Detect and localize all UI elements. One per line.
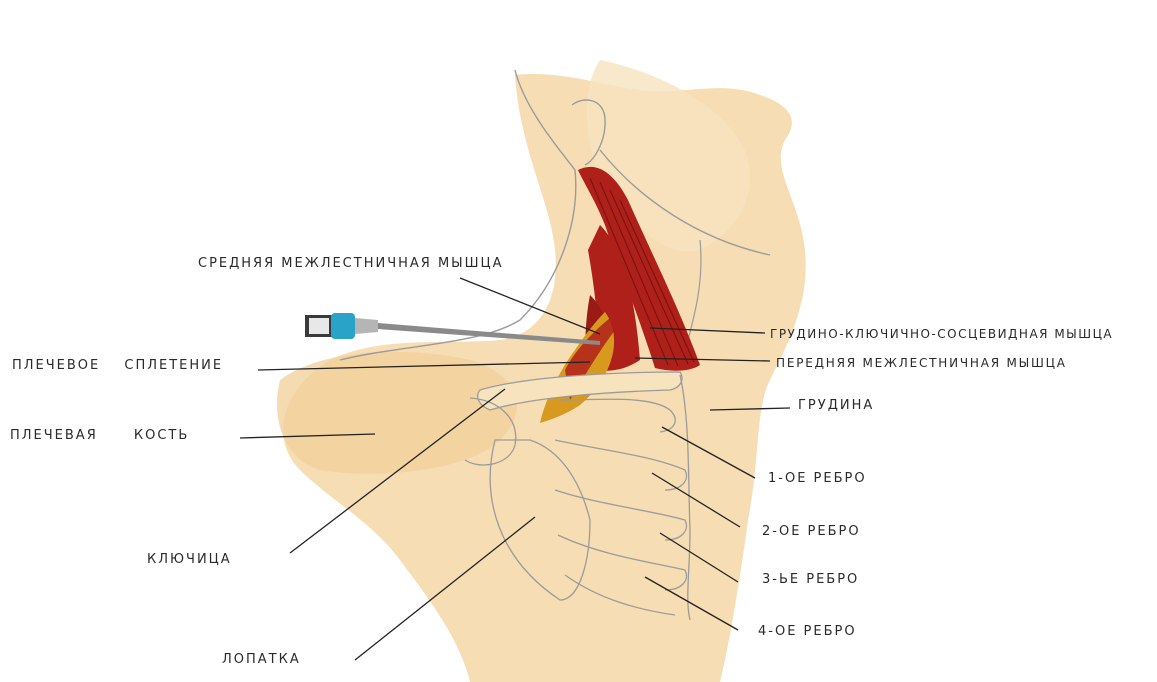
- label-rib1: 1-ОЕ РЕБРО: [768, 471, 867, 487]
- label-scapula: ЛОПАТКА: [222, 652, 301, 668]
- label-scm: ГРУДИНО-КЛЮЧИЧНО-СОСЦЕВИДНАЯ МЫШЦА: [770, 326, 1113, 342]
- label-humerus: ПЛЕЧЕВАЯ КОСТЬ: [10, 428, 189, 444]
- needle-connector: [355, 318, 378, 334]
- label-middle-scalene: СРЕДНЯЯ МЕЖЛЕСТНИЧНАЯ МЫШЦА: [198, 256, 504, 272]
- label-sternum: ГРУДИНА: [798, 398, 874, 414]
- label-clavicle: КЛЮЧИЦА: [147, 552, 232, 568]
- label-anterior-scalene: ПЕРЕДНЯЯ МЕЖЛЕСТНИЧНАЯ МЫШЦА: [776, 355, 1067, 371]
- needle-hub: [331, 313, 355, 339]
- label-rib3: 3-ЬЕ РЕБРО: [762, 572, 859, 588]
- label-rib2: 2-ОЕ РЕБРО: [762, 524, 861, 540]
- label-rib4: 4-ОЕ РЕБРО: [758, 624, 857, 640]
- label-brachial-plexus: ПЛЕЧЕВОЕ СПЛЕТЕНИЕ: [12, 358, 223, 374]
